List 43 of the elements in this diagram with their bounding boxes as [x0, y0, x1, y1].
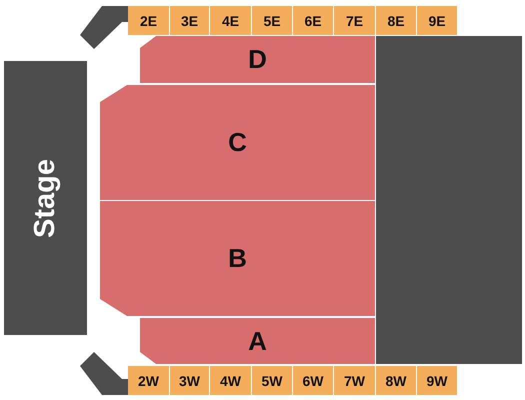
seating-section: [140, 36, 375, 83]
seating-box: [293, 366, 333, 395]
section-label: D: [248, 44, 267, 75]
section-label: 4W: [220, 372, 241, 388]
seating-box: [210, 6, 251, 35]
section-label: 7E: [346, 12, 364, 28]
seating-box: [293, 6, 333, 35]
seating-box: [334, 6, 375, 35]
seating-box: [128, 6, 169, 35]
section-label: 3W: [179, 372, 200, 388]
seating-box: [376, 6, 416, 35]
seating-section: [140, 318, 375, 364]
seating-box: [417, 366, 457, 395]
seating-box: [252, 6, 292, 35]
seating-box: [334, 366, 375, 395]
section-label: 4E: [222, 12, 240, 28]
section-label: 7W: [344, 372, 365, 388]
section-label: 3E: [180, 12, 198, 28]
section-label: 9E: [428, 12, 446, 28]
section-label: 2W: [138, 372, 159, 388]
seating-box: [170, 6, 209, 35]
section-label: 8E: [387, 12, 405, 28]
section-label: B: [228, 243, 247, 274]
floor-area: [376, 36, 522, 364]
seating-box: [376, 366, 416, 395]
section-label: A: [248, 326, 267, 356]
seating-box: [417, 6, 457, 35]
seating-box: [170, 366, 209, 395]
stage-label: Stage: [29, 158, 62, 238]
section-label: 5W: [262, 372, 282, 388]
section-label: 6E: [304, 12, 322, 28]
seating-section: [100, 201, 375, 316]
section-label: 5E: [263, 12, 281, 28]
seating-box: [210, 366, 251, 395]
stage-block: [4, 61, 87, 335]
section-label: C: [228, 127, 247, 158]
seating-box: [252, 366, 292, 395]
section-label: 8W: [386, 372, 406, 388]
section-label: 6W: [302, 372, 324, 388]
seating-box: [128, 366, 169, 395]
section-label: 9W: [426, 372, 448, 388]
section-label: 2E: [140, 12, 158, 28]
seating-section: [100, 85, 375, 200]
